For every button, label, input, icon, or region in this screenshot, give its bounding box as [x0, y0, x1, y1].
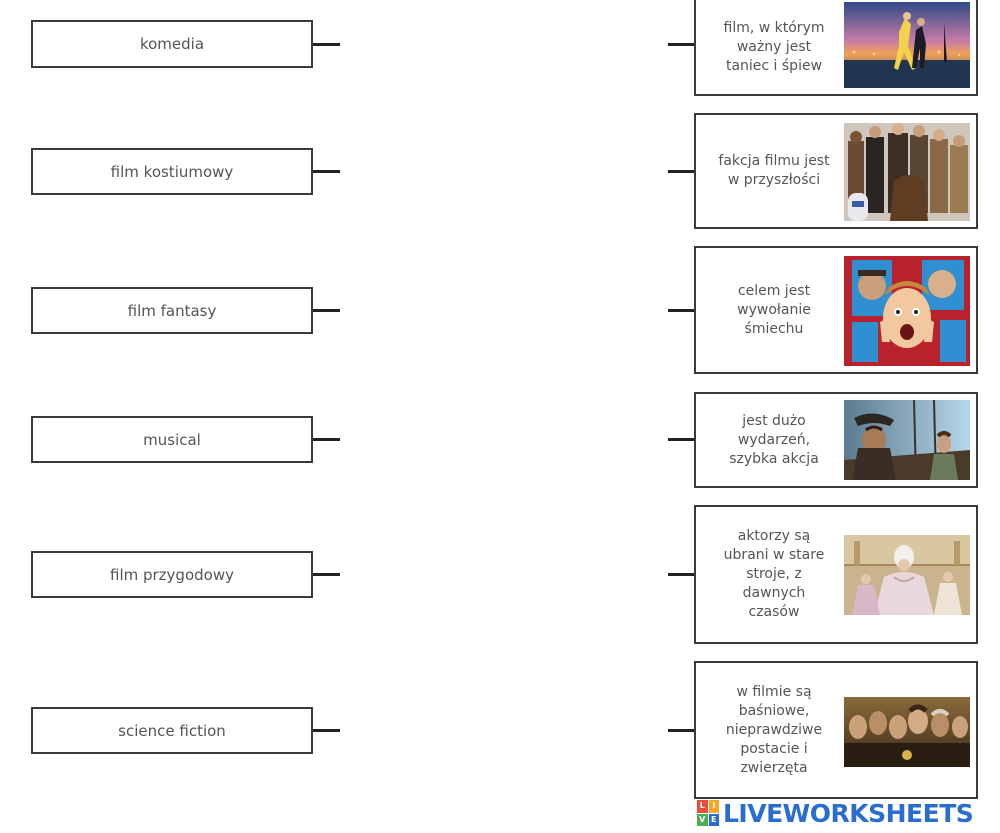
- left-item-film-przygodowy[interactable]: film przygodowy: [31, 551, 313, 598]
- right-item-science-fiction-description[interactable]: fakcja filmu jest w przyszłości: [694, 113, 978, 229]
- right-connector[interactable]: [668, 438, 695, 441]
- left-item-musical[interactable]: musical: [31, 416, 313, 463]
- right-item-text: fakcja filmu jest w przyszłości: [718, 153, 830, 188]
- left-item-komedia[interactable]: komedia: [31, 20, 313, 68]
- period-costume-image: [844, 535, 970, 615]
- left-item-film-fantasy[interactable]: film fantasy: [31, 287, 313, 334]
- right-connector[interactable]: [668, 729, 695, 732]
- left-connector[interactable]: [313, 170, 340, 173]
- right-item-text: aktorzy są ubrani w stare stroje, z dawn…: [723, 528, 825, 620]
- logo-badge-icon: L I V E: [697, 800, 719, 826]
- left-connector[interactable]: [313, 729, 340, 732]
- left-connector[interactable]: [313, 309, 340, 312]
- right-item-komedia-description[interactable]: celem jest wywołanie śmiechu: [694, 246, 978, 374]
- right-item-adventure-description[interactable]: jest dużo wydarzeń, szybka akcja: [694, 392, 978, 488]
- space-characters-image: [844, 123, 970, 221]
- right-item-text: celem jest wywołanie śmiechu: [737, 282, 811, 337]
- right-item-text: jest dużo wydarzeń, szybka akcja: [729, 412, 819, 467]
- right-item-text: film, w którym ważny jest taniec i śpiew: [723, 19, 825, 74]
- left-item-label: film fantasy: [127, 301, 217, 320]
- comedy-movie-poster-image: [844, 256, 970, 366]
- right-connector[interactable]: [668, 309, 695, 312]
- left-item-label: film przygodowy: [110, 565, 234, 584]
- right-connector[interactable]: [668, 573, 695, 576]
- fantasy-characters-image: [844, 697, 970, 767]
- dancing-couple-image: [844, 2, 970, 88]
- pirate-ship-image: [844, 400, 970, 480]
- left-item-label: science fiction: [118, 721, 226, 740]
- right-item-costume-description[interactable]: aktorzy są ubrani w stare stroje, z dawn…: [694, 505, 978, 644]
- logo-text: LIVEWORKSHEETS: [723, 798, 974, 828]
- left-connector[interactable]: [313, 43, 340, 46]
- left-connector[interactable]: [313, 438, 340, 441]
- left-item-label: film kostiumowy: [110, 162, 234, 181]
- left-item-science-fiction[interactable]: science fiction: [31, 707, 313, 754]
- right-item-musical-description[interactable]: film, w którym ważny jest taniec i śpiew: [694, 0, 978, 96]
- right-item-fantasy-description[interactable]: w filmie są baśniowe, nieprawdziwe posta…: [694, 661, 978, 799]
- left-item-label: musical: [143, 430, 201, 449]
- left-connector[interactable]: [313, 573, 340, 576]
- right-connector[interactable]: [668, 170, 695, 173]
- right-item-text: w filmie są baśniowe, nieprawdziwe posta…: [725, 683, 823, 776]
- liveworksheets-logo: L I V E LIVEWORKSHEETS: [697, 797, 974, 829]
- left-item-label: komedia: [139, 35, 205, 53]
- left-item-film-kostiumowy[interactable]: film kostiumowy: [31, 148, 313, 195]
- right-connector[interactable]: [668, 43, 695, 46]
